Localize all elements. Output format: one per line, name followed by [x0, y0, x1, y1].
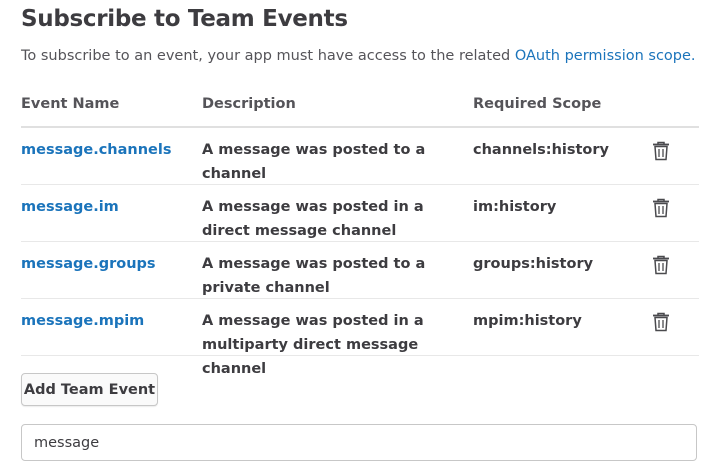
column-header-event-name: Event Name [21, 96, 120, 112]
intro-description: To subscribe to an event, your app must … [21, 48, 515, 64]
page-title: Subscribe to Team Events [21, 6, 348, 32]
table-row: message.im A message was posted in a dir… [0, 186, 717, 243]
table-row: message.channels A message was posted to… [0, 129, 717, 186]
table-row: message.mpim A message was posted in a m… [0, 300, 717, 377]
intro-text: To subscribe to an event, your app must … [21, 48, 696, 64]
trash-icon[interactable] [652, 312, 670, 332]
row-divider [21, 355, 699, 356]
required-scope: im:history [473, 199, 557, 215]
event-description: A message was posted to a channel [202, 142, 426, 182]
trash-icon[interactable] [652, 198, 670, 218]
event-name-link[interactable]: message.channels [21, 142, 172, 158]
required-scope: mpim:history [473, 313, 582, 329]
required-scope: groups:history [473, 256, 594, 272]
column-header-required-scope: Required Scope [473, 96, 602, 112]
row-divider [21, 298, 699, 299]
header-divider [21, 126, 699, 128]
oauth-scope-link[interactable]: OAuth permission scope. [514, 48, 696, 64]
event-name-link[interactable]: message.mpim [21, 313, 145, 329]
required-scope: channels:history [473, 142, 610, 158]
row-divider [21, 241, 699, 242]
event-name-link[interactable]: message.im [21, 199, 119, 215]
add-team-event-button[interactable]: Add Team Event [21, 373, 158, 406]
row-divider [21, 184, 699, 185]
event-search-input[interactable] [21, 424, 697, 461]
event-name-link[interactable]: message.groups [21, 256, 156, 272]
event-description: A message was posted to a private channe… [202, 256, 426, 296]
table-row: message.groups A message was posted to a… [0, 243, 717, 300]
trash-icon[interactable] [652, 255, 670, 275]
column-header-description: Description [202, 96, 296, 112]
event-description: A message was posted in a direct message… [202, 199, 424, 239]
trash-icon[interactable] [652, 141, 670, 161]
event-description: A message was posted in a multiparty dir… [202, 313, 424, 377]
